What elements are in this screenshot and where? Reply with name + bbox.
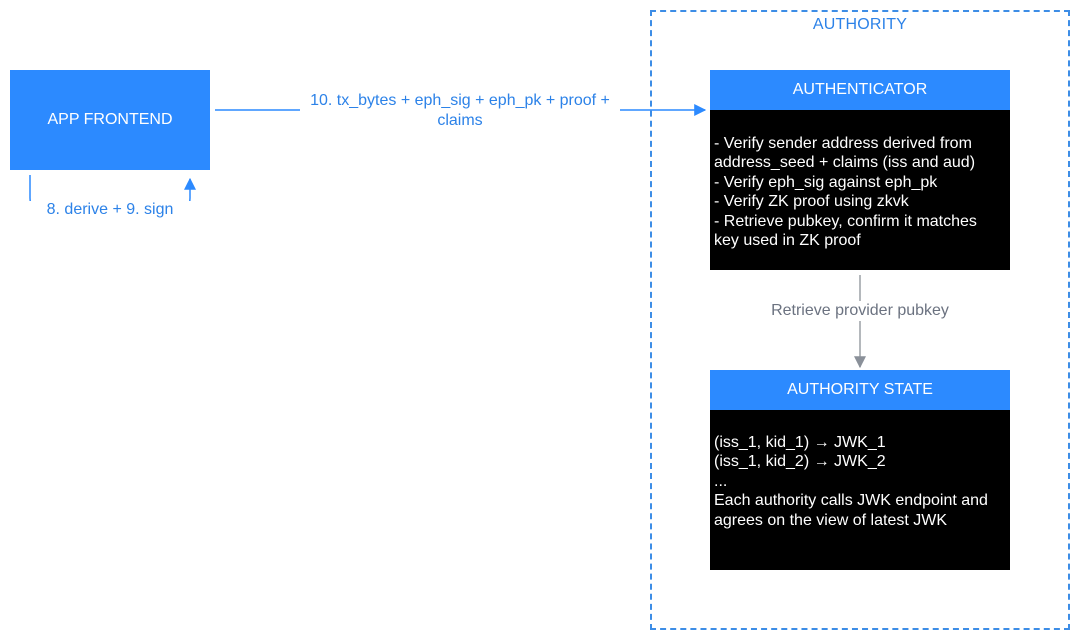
authority-state-body: (iss_1, kid_1) → JWK_1 (iss_1, kid_2) → … [710,410,1010,570]
authority-state-line: agrees on the view of latest JWK [714,511,947,529]
authority-state-header: AUTHORITY STATE [710,370,1010,410]
app-frontend-label: APP FRONTEND [47,111,173,128]
authority-state-line: ... [714,472,728,490]
authority-state-line: (iss_1, kid_2) → JWK_2 [714,453,886,471]
authenticator-line: - Verify sender address derived from [714,135,972,152]
authenticator-title: AUTHENTICATOR [792,81,928,98]
self-loop-label: 8. derive + 9. sign [20,201,200,219]
retrieve-label: Retrieve provider pubkey [760,301,960,321]
authenticator-line: address_seed + claims (iss and aud) [714,154,976,172]
message-label: 10. tx_bytes + eph_sig + eph_pk + proof … [300,91,620,131]
authenticator-body: - Verify sender address derived from add… [710,110,1010,270]
authenticator-line: - Verify ZK proof using zkvk [714,193,909,211]
authenticator-line: - Retrieve pubkey, confirm it matches [714,212,977,230]
authority-boundary [650,10,1070,630]
authenticator-header: AUTHENTICATOR [710,70,1010,110]
authority-state-line: Each authority calls JWK endpoint and [714,492,988,510]
authority-title: AUTHORITY [812,16,908,33]
authority-state-line: (iss_1, kid_1) → JWK_1 [714,434,886,451]
authenticator-line: - Verify eph_sig against eph_pk [714,173,938,191]
authority-state-title: AUTHORITY STATE [787,381,933,398]
app-frontend-node: APP FRONTEND [10,70,210,170]
authenticator-line: key used in ZK proof [714,232,861,250]
